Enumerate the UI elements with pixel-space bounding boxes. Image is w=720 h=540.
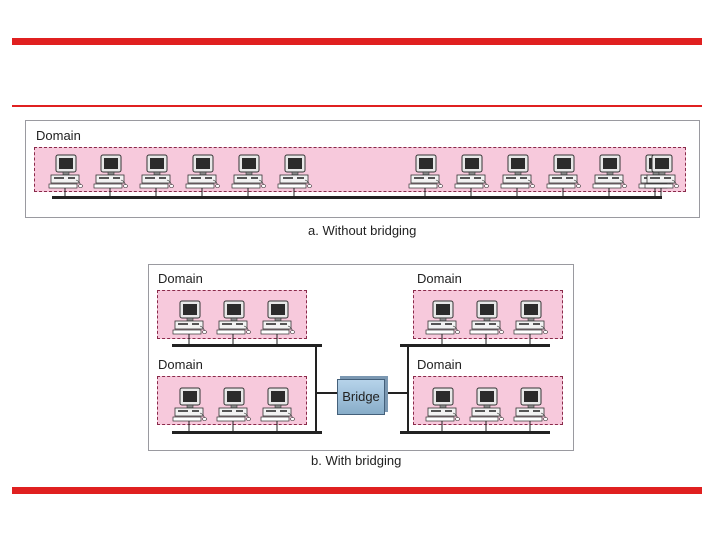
domain-label: Domain — [36, 128, 81, 143]
desktop-computer-icon — [170, 387, 208, 432]
desktop-computer-icon — [229, 154, 267, 197]
desktop-computer-icon — [258, 387, 296, 432]
desktop-computer-icon — [423, 387, 461, 432]
caption-a: a. Without bridging — [308, 223, 417, 238]
bus-bottom-left — [172, 431, 322, 434]
bridge-link-right — [385, 392, 407, 394]
desktop-computer-icon — [467, 387, 505, 432]
bus-top-right — [400, 344, 550, 347]
desktop-computer-icon — [452, 154, 490, 197]
desktop-computer-icon — [275, 154, 313, 197]
domain-label-top-left: Domain — [158, 271, 203, 286]
ethernet-bus — [52, 196, 662, 199]
bridge-device: Bridge — [337, 379, 385, 415]
domain-label-top-right: Domain — [417, 271, 462, 286]
bottom-red-bar — [12, 487, 702, 494]
desktop-computer-icon — [467, 300, 505, 345]
desktop-computer-icon — [498, 154, 536, 197]
left-riser — [315, 344, 317, 434]
desktop-computer-icon — [511, 387, 549, 432]
bus-top-left — [172, 344, 322, 347]
bridge-link-left — [315, 392, 337, 394]
desktop-computer-icon — [91, 154, 129, 197]
desktop-computer-icon — [642, 154, 680, 197]
desktop-computer-icon — [511, 300, 549, 345]
domain-label-bottom-left: Domain — [158, 357, 203, 372]
right-riser — [407, 344, 409, 434]
title-divider-line — [12, 105, 702, 107]
bus-bottom-right — [400, 431, 550, 434]
desktop-computer-icon — [170, 300, 208, 345]
desktop-computer-icon — [214, 387, 252, 432]
desktop-computer-icon — [214, 300, 252, 345]
domain-label-bottom-right: Domain — [417, 357, 462, 372]
desktop-computer-icon — [183, 154, 221, 197]
desktop-computer-icon — [590, 154, 628, 197]
desktop-computer-icon — [258, 300, 296, 345]
desktop-computer-icon — [137, 154, 175, 197]
top-red-bar — [12, 38, 702, 45]
desktop-computer-icon — [544, 154, 582, 197]
caption-b: b. With bridging — [311, 453, 402, 468]
desktop-computer-icon — [423, 300, 461, 345]
desktop-computer-icon — [46, 154, 84, 197]
domain-area-single — [34, 147, 686, 192]
desktop-computer-icon — [406, 154, 444, 197]
bridge-label: Bridge — [342, 389, 380, 404]
